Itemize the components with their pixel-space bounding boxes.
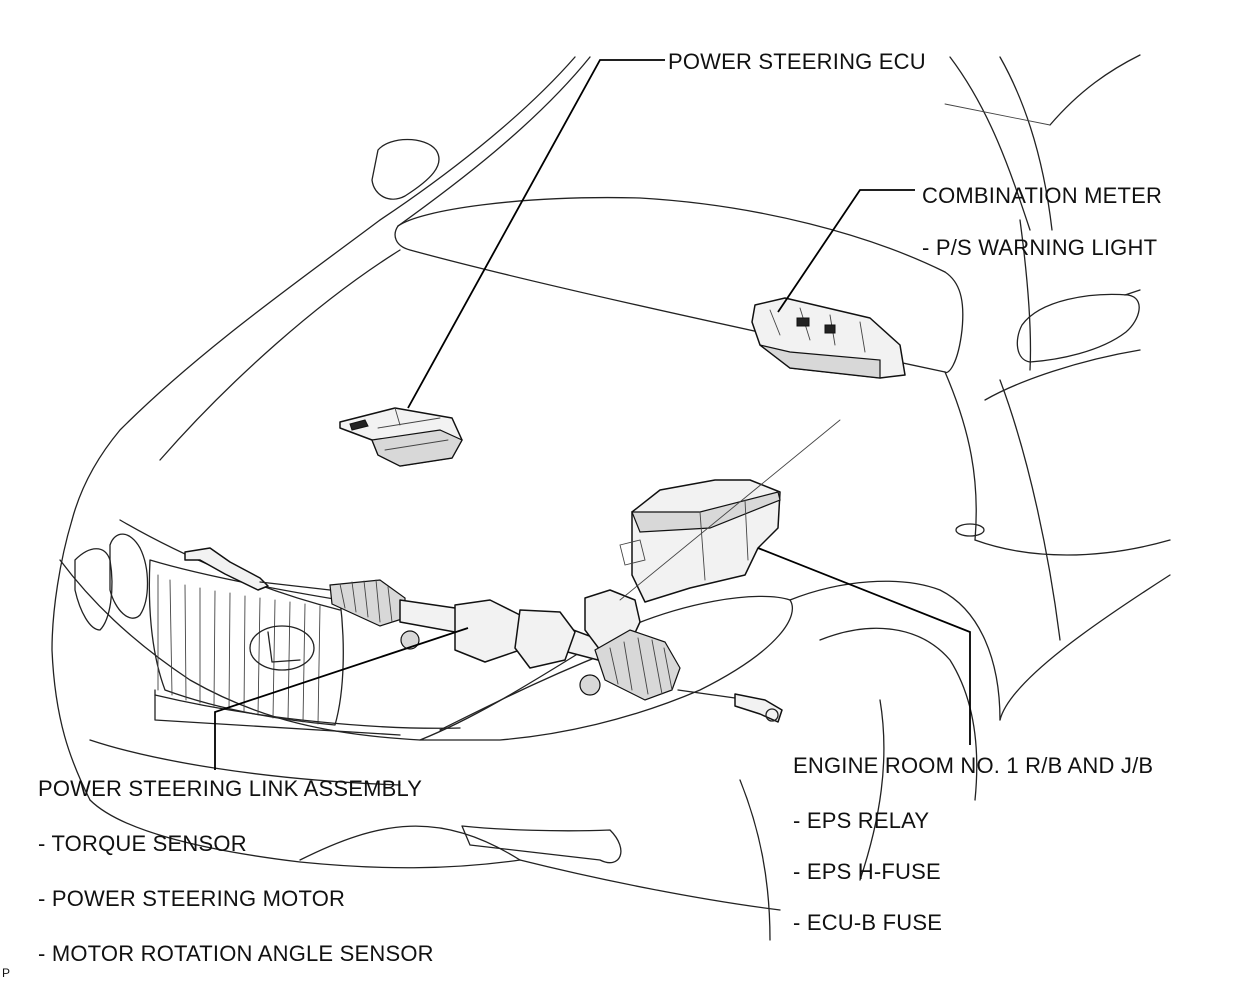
power-steering-ecu-part [339, 407, 463, 467]
leader-engine-room-thin [619, 419, 841, 601]
engine-room-relay-block-part [619, 479, 781, 603]
torque-sensor-label: - TORQUE SENSOR [38, 831, 247, 856]
power-steering-motor-label: - POWER STEERING MOTOR [38, 886, 346, 911]
power-steering-link-assembly-part [184, 547, 783, 723]
ecu-b-fuse-label: - ECU-B FUSE [793, 910, 943, 935]
figure-code: P [2, 966, 11, 980]
combination-meter-label: COMBINATION METER [922, 183, 1163, 208]
car-body-outline [51, 54, 1171, 941]
leader-engine-room [757, 547, 971, 745]
leader-link-assembly [214, 627, 469, 770]
motor-rotation-angle-sensor-label: - MOTOR ROTATION ANGLE SENSOR [38, 941, 434, 966]
leader-combination-meter [777, 189, 915, 313]
eps-relay-label: - EPS RELAY [793, 808, 930, 833]
engine-room-rb-jb-label: ENGINE ROOM NO. 1 R/B AND J/B [793, 753, 1154, 778]
eps-h-fuse-label: - EPS H-FUSE [793, 859, 941, 884]
ps-warning-light-label: - P/S WARNING LIGHT [922, 235, 1158, 260]
combination-meter-part [751, 297, 906, 379]
power-steering-ecu-label: POWER STEERING ECU [668, 49, 926, 74]
leader-ps-ecu [407, 59, 665, 409]
leader-lines [214, 59, 971, 770]
power-steering-link-assembly-label: POWER STEERING LINK ASSEMBLY [38, 776, 423, 801]
